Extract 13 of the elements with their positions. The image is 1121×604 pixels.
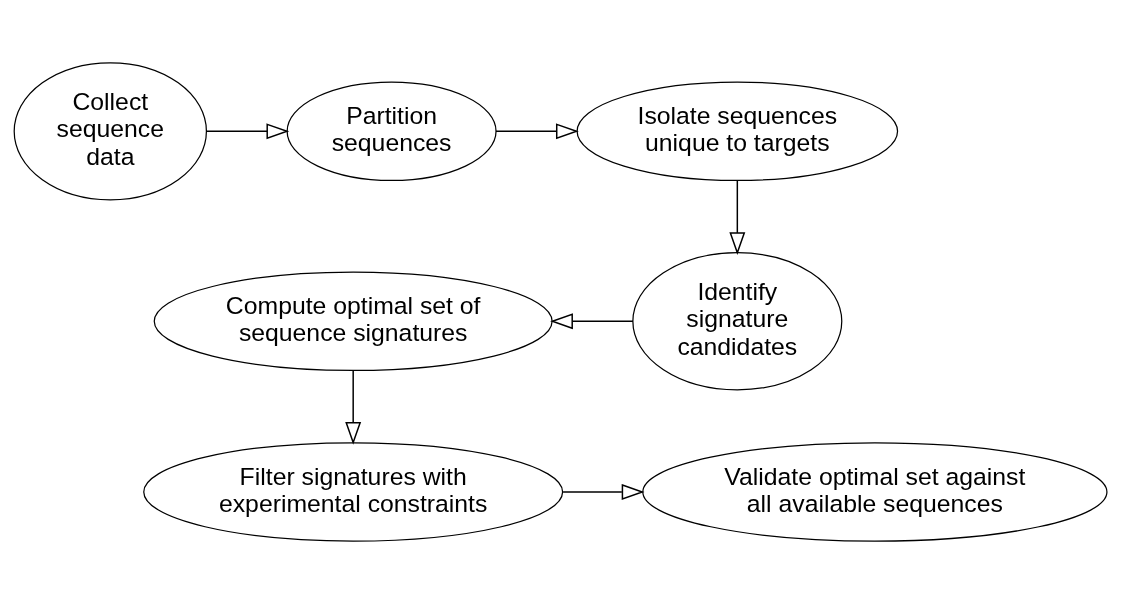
node-ellipse: Partition sequences <box>286 81 497 182</box>
arrow <box>562 483 645 500</box>
node-ellipse: Identify signature candidates <box>632 252 843 391</box>
node-ellipse: Compute optimal set of sequence signatures <box>153 271 553 372</box>
arrow <box>345 369 362 445</box>
node-ellipse: Validate optimal set against all available sequences <box>642 442 1108 542</box>
arrow <box>729 180 746 256</box>
node-ellipse: Collect sequence data <box>13 62 208 201</box>
arrow <box>206 123 290 140</box>
arrow <box>550 313 634 330</box>
node-ellipse: Filter signatures with experimental constraints <box>143 442 564 542</box>
node-ellipse: Isolate sequences unique to targets <box>576 81 899 182</box>
arrow <box>495 123 579 140</box>
